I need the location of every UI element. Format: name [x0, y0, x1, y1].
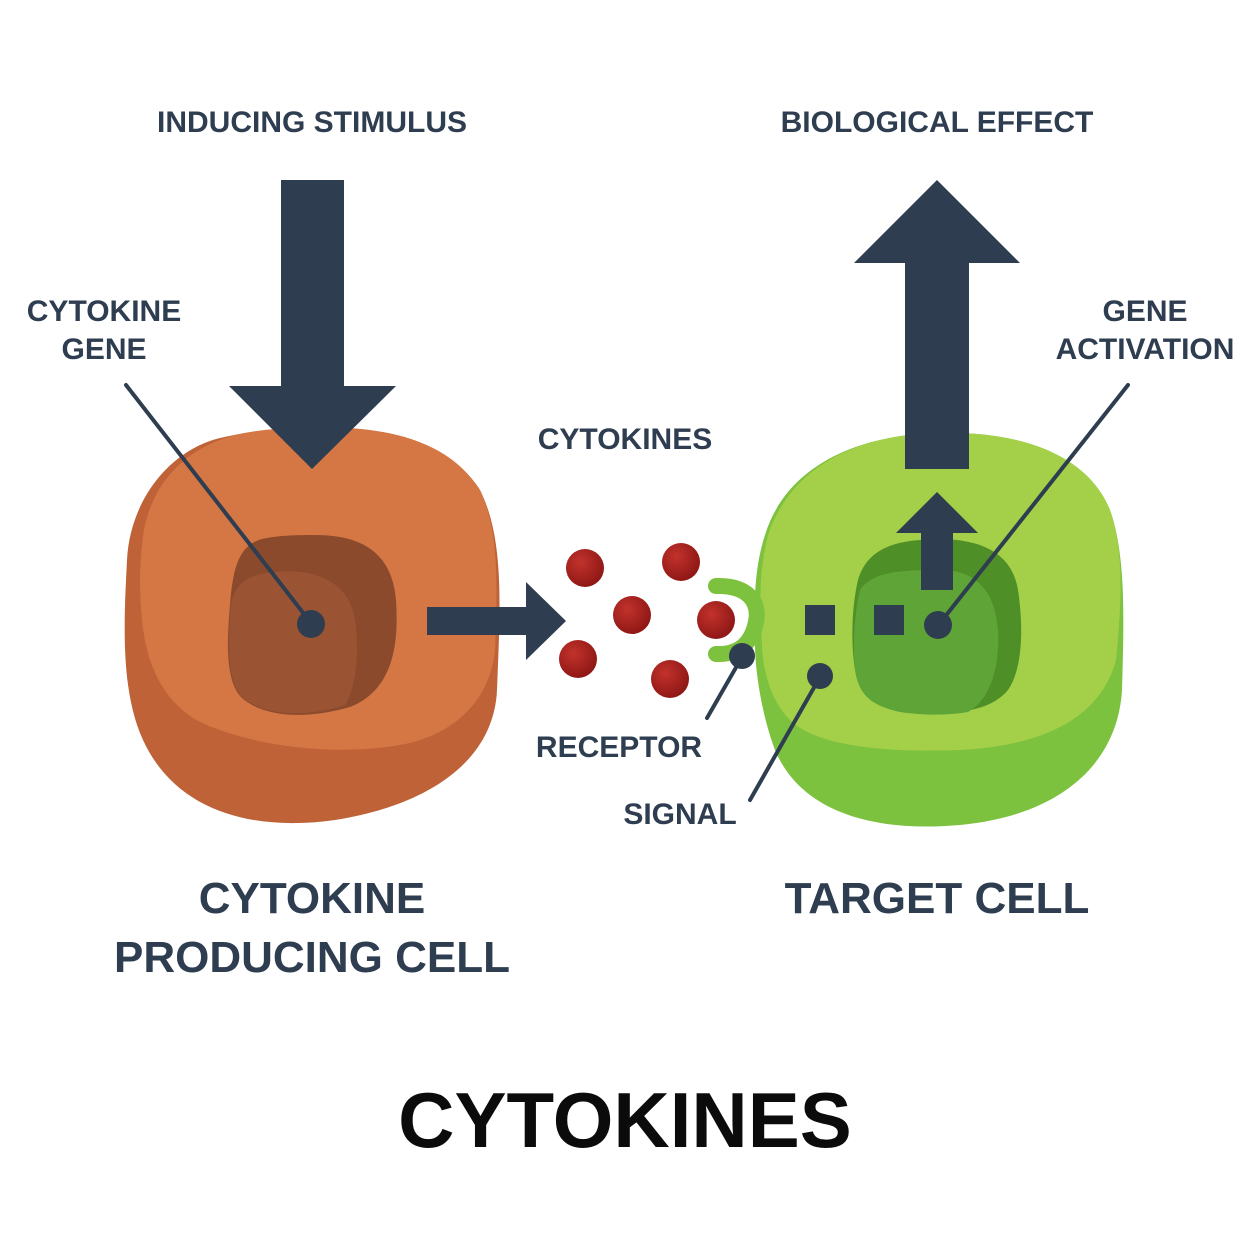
small-up-arrow: [896, 492, 978, 590]
producing-nucleus-highlight: [228, 571, 357, 714]
gene-activation-label-line-2: ACTIVATION: [1055, 332, 1235, 366]
target-cell-label: TARGET CELL: [784, 874, 1090, 923]
cytokine-particle: [613, 596, 651, 634]
cytokine-gene-label-line-2: GENE: [61, 332, 147, 366]
signal-square-2: [874, 605, 904, 635]
biological-effect-label: BIOLOGICAL EFFECT: [780, 106, 1094, 139]
target-nucleus-highlight: [853, 569, 999, 715]
cytokine-gene-label: CYTOKINE GENE: [14, 293, 194, 368]
producing-cell-label-line-1: CYTOKINE: [198, 874, 426, 923]
gene-activation-label: GENE ACTIVATION: [1040, 293, 1250, 368]
biological-effect-arrow: [854, 180, 1020, 469]
producing-cell: [124, 383, 500, 824]
producing-cell-label: CYTOKINE PRODUCING CELL: [62, 870, 562, 988]
cytokine-gene-dot: [297, 610, 325, 638]
cytokine-particle: [559, 640, 597, 678]
cytokine-gene-pointer-line: [124, 383, 313, 625]
target-cell: [705, 383, 1130, 827]
cytokine-particles: [559, 543, 735, 698]
cytokine-particle: [697, 601, 735, 639]
signal-dot: [807, 663, 833, 689]
signal-square-1: [805, 605, 835, 635]
cytokine-particle: [662, 543, 700, 581]
cytokine-particle: [566, 549, 604, 587]
cytokine-gene-label-line-1: CYTOKINE: [26, 295, 182, 328]
receptor-label: RECEPTOR: [535, 731, 703, 764]
inducing-stimulus-label: INDUCING STIMULUS: [157, 106, 467, 139]
cytokine-particle: [651, 660, 689, 698]
cytokines-label: CYTOKINES: [537, 423, 713, 456]
signal-pointer-line: [748, 675, 822, 802]
signal-label: SIGNAL: [623, 798, 737, 831]
inducing-stimulus-arrow: [229, 180, 396, 469]
receptor-dot: [729, 643, 755, 669]
gene-activation-label-line-1: GENE: [1102, 295, 1188, 328]
secretion-arrow: [427, 582, 566, 660]
page-title: CYTOKINES: [398, 1076, 852, 1164]
gene-activation-pointer-line: [938, 383, 1130, 625]
producing-cell-label-line-2: PRODUCING CELL: [114, 932, 510, 982]
gene-activation-dot: [924, 611, 952, 639]
